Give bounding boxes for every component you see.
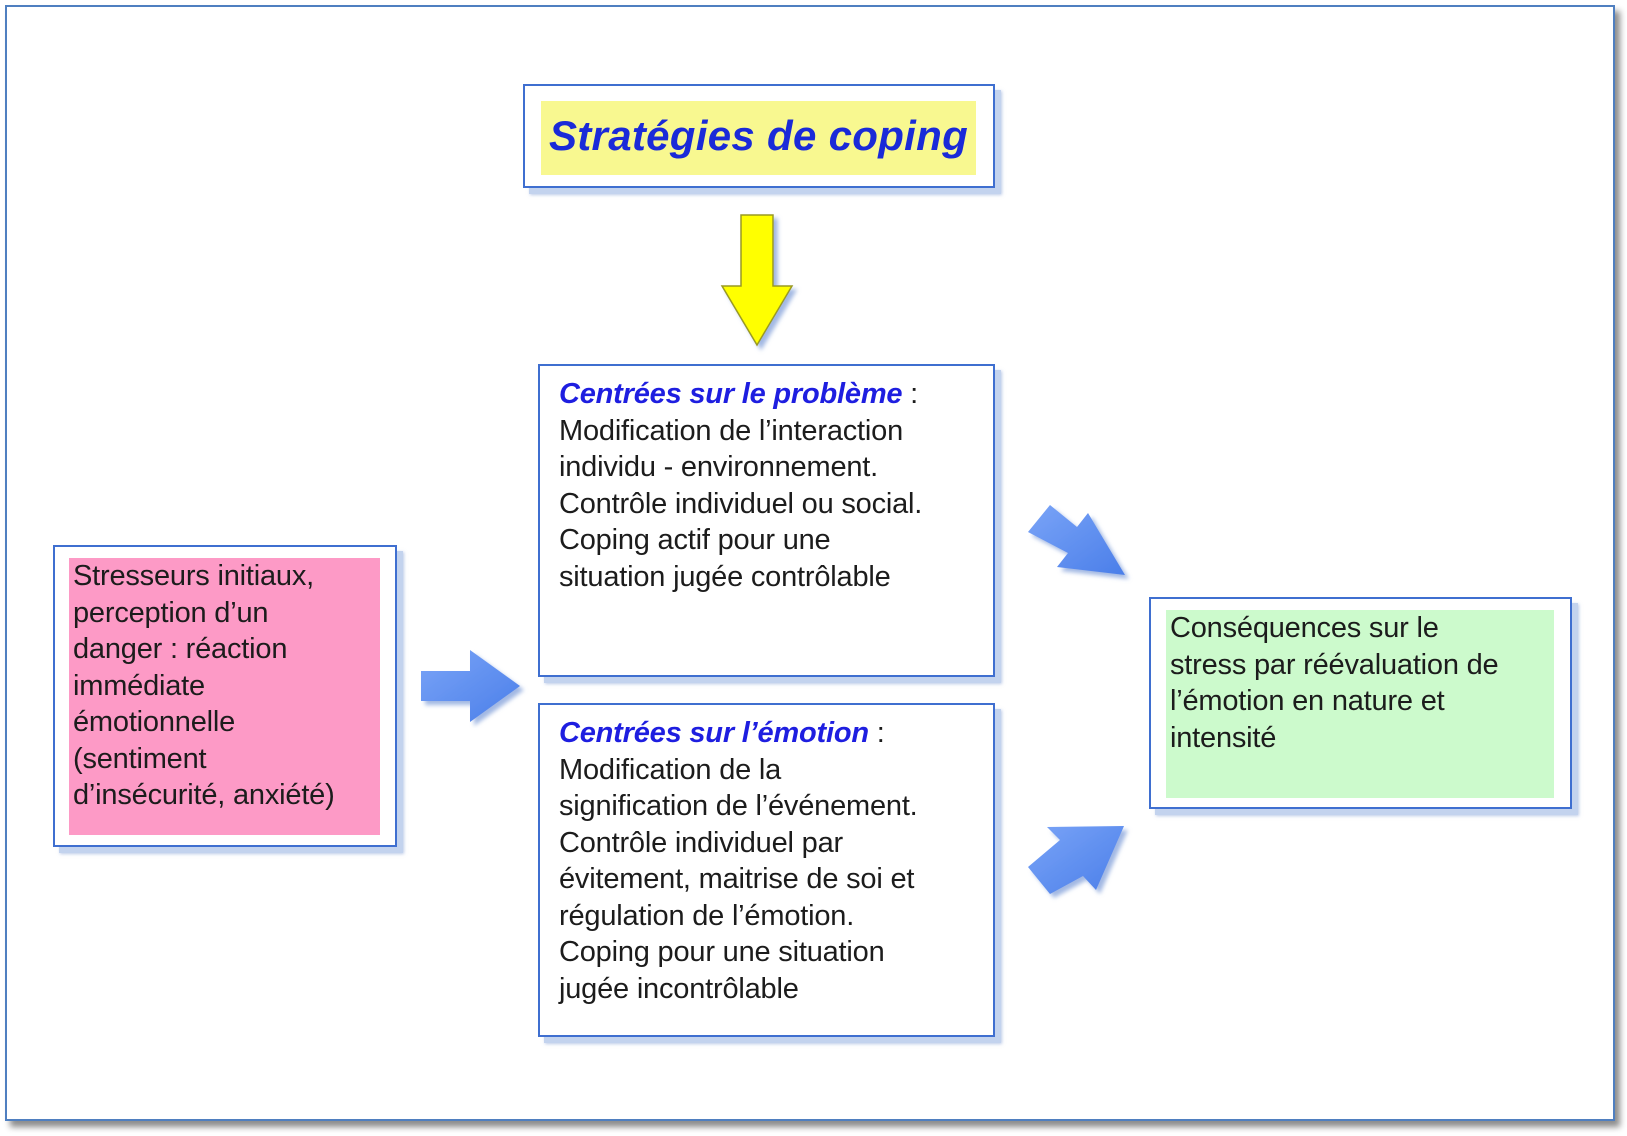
problem-focused-box: Centrées sur le problème : Modification …: [538, 364, 995, 677]
consequences-line: Conséquences sur le: [1170, 612, 1439, 644]
stressors-box: Stresseurs initiaux, perception d’un dan…: [53, 545, 397, 847]
consequences-line: intensité: [1170, 721, 1277, 754]
consequences-text: Conséquences sur le stress par réévaluat…: [1170, 610, 1555, 756]
diagram-title: Stratégies de coping: [548, 112, 969, 159]
stressors-line: d’insécurité, anxiété): [73, 779, 335, 811]
stressors-line: Stresseurs initiaux,: [73, 560, 314, 592]
problem-focused-line: Modification de l’interaction: [559, 414, 903, 447]
problem-focused-line: Coping actif pour une: [559, 524, 831, 556]
emotion-focused-line: évitement, maitrise de soi et: [559, 863, 915, 895]
problem-focused-line: situation jugée contrôlable: [559, 560, 891, 593]
blue-diagonal-down-arrow-icon: [1028, 505, 1125, 575]
emotion-focused-line: jugée incontrôlable: [559, 972, 799, 1005]
stressors-line: (sentiment: [73, 742, 207, 775]
emotion-focused-heading-row: Centrées sur l’émotion :: [559, 715, 984, 752]
consequences-line: stress par réévaluation de: [1170, 648, 1499, 681]
stressors-text: Stresseurs initiaux, perception d’un dan…: [73, 558, 335, 814]
problem-focused-heading: Centrées sur le problème: [559, 378, 903, 410]
emotion-focused-heading: Centrées sur l’émotion: [559, 717, 869, 749]
blue-right-arrow-icon: [421, 650, 520, 722]
yellow-down-arrow-icon: [720, 214, 794, 347]
title-highlight: Stratégies de coping: [541, 101, 976, 175]
consequences-line: l’émotion en nature et: [1170, 685, 1445, 717]
blue-diagonal-up-arrow-icon: [1028, 826, 1124, 894]
problem-focused-line: individu - environnement.: [559, 451, 879, 483]
emotion-focused-line: Coping pour une situation: [559, 936, 885, 968]
problem-focused-line: Contrôle individuel ou social.: [559, 487, 923, 520]
stressors-line: perception d’un: [73, 596, 269, 629]
problem-focused-heading-row: Centrées sur le problème :: [559, 376, 984, 413]
heading-colon: :: [902, 378, 919, 410]
consequences-fill: Conséquences sur le stress par réévaluat…: [1166, 610, 1554, 798]
emotion-focused-line: Modification de la: [559, 753, 782, 786]
emotion-focused-box: Centrées sur l’émotion : Modification de…: [538, 703, 995, 1037]
emotion-focused-line: Contrôle individuel par: [559, 826, 843, 859]
title-box: Stratégies de coping: [523, 84, 995, 188]
stressors-line: émotionnelle: [73, 706, 236, 738]
problem-focused-text: Centrées sur le problème : Modification …: [559, 376, 984, 595]
emotion-focused-line: régulation de l’émotion.: [559, 899, 855, 932]
stressors-line: danger : réaction: [73, 633, 288, 665]
stressors-fill: Stresseurs initiaux, perception d’un dan…: [69, 558, 380, 835]
consequences-box: Conséquences sur le stress par réévaluat…: [1149, 597, 1572, 809]
stressors-line: immédiate: [73, 669, 205, 702]
emotion-focused-line: signification de l’événement.: [559, 790, 918, 822]
heading-colon: :: [868, 717, 885, 749]
emotion-focused-text: Centrées sur l’émotion : Modification de…: [559, 715, 984, 1007]
